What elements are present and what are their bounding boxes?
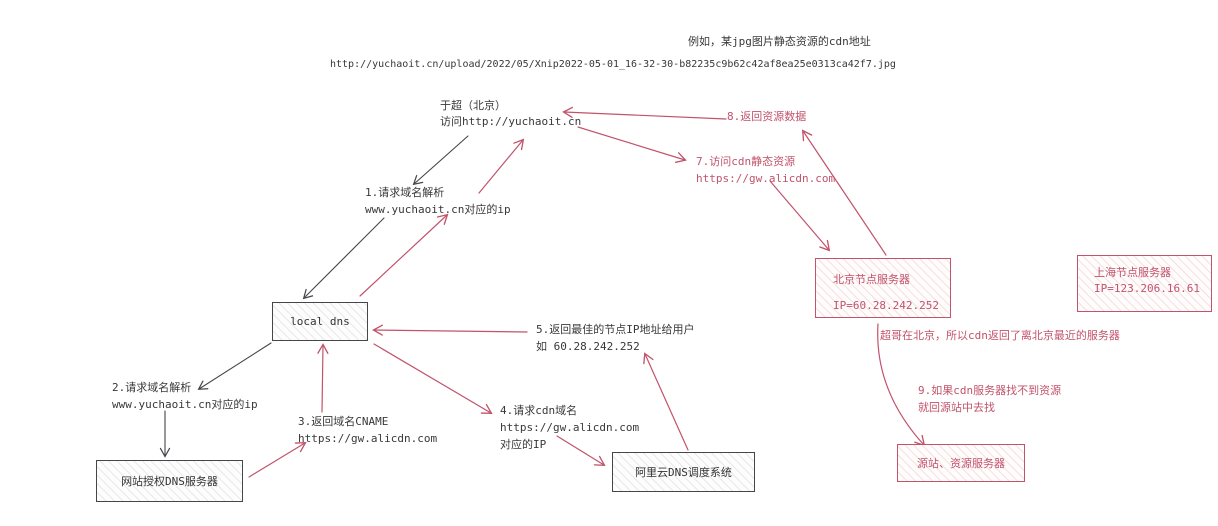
arrow-user-to-step7: [577, 126, 687, 163]
arrow-step8-to-user: [562, 106, 727, 120]
step2-line1: 2.请求域名解析: [112, 381, 192, 394]
step1-line1: 1.请求域名解析: [365, 186, 445, 199]
aliyun-dns-label: 阿里云DNS调度系统: [635, 466, 732, 479]
arrow-step7-to-beijing: [769, 180, 831, 252]
step7-line1: 7.访问cdn静态资源: [696, 155, 796, 168]
step5-line2: 如 60.28.242.252: [536, 340, 640, 353]
arrow-aliyundns-to-step5: [643, 352, 689, 451]
diagram-title: 例如，某jpg图片静态资源的cdn地址: [688, 33, 871, 50]
beijing-note: 超哥在北京，所以cdn返回了离北京最近的服务器: [880, 327, 1120, 344]
shanghai-server-ip: IP=123.206.16.61: [1094, 282, 1200, 295]
node-beijing-server: 北京节点服务器 IP=60.28.242.252: [815, 258, 951, 318]
step7-label: 7.访问cdn静态资源 https://gw.alicdn.com: [696, 153, 835, 187]
step3-line1: 3.返回域名CNAME: [298, 415, 389, 428]
user-line2: 访问http://yuchaoit.cn: [440, 115, 582, 128]
step7-line2: https://gw.alicdn.com: [696, 172, 836, 185]
arrow-step1-to-localdns: [302, 217, 385, 300]
arrow-beijing-to-step8: [801, 129, 887, 256]
title-line1: 例如，某jpg图片静态资源的cdn地址: [688, 35, 871, 48]
step2-line2: www.yuchaoit.cn对应的ip: [112, 398, 258, 411]
step5-line1: 5.返回最佳的节点IP地址给用户: [536, 323, 695, 336]
local-dns-label: local dns: [290, 315, 350, 328]
beijing-server-ip: IP=60.28.242.252: [833, 299, 939, 312]
step4-line3: 对应的IP: [500, 438, 547, 451]
node-auth-dns-server: 网站授权DNS服务器: [96, 460, 243, 502]
title-line2: http://yuchaoit.cn/upload/2022/05/Xnip20…: [330, 59, 896, 70]
node-user: 于超（北京） 访问http://yuchaoit.cn: [440, 98, 581, 130]
step1-label: 1.请求域名解析 www.yuchaoit.cn对应的ip: [365, 184, 511, 218]
step9-label: 9.如果cdn服务器找不到资源 就回源站中去找: [918, 382, 1061, 416]
beijing-note-text: 超哥在北京，所以cdn返回了离北京最近的服务器: [880, 329, 1120, 342]
step8-label: 8.返回资源数据: [727, 108, 806, 125]
example-cdn-url: http://yuchaoit.cn/upload/2022/05/Xnip20…: [330, 56, 896, 73]
origin-server-label: 源站、资源服务器: [917, 457, 1005, 470]
user-line1: 于超（北京）: [440, 99, 506, 112]
node-local-dns: local dns: [272, 302, 368, 341]
step5-label: 5.返回最佳的节点IP地址给用户 如 60.28.242.252: [536, 321, 695, 355]
node-origin-server: 源站、资源服务器: [897, 444, 1025, 482]
step3-label: 3.返回域名CNAME https://gw.alicdn.com: [298, 413, 437, 447]
shanghai-server-name: 上海节点服务器: [1094, 266, 1171, 279]
step4-label: 4.请求cdn域名 https://gw.alicdn.com 对应的IP: [500, 402, 639, 453]
arrow-step4-to-aliyundns: [556, 435, 606, 466]
step4-line2: https://gw.alicdn.com: [500, 421, 640, 434]
arrow-step5-to-localdns: [372, 324, 528, 336]
step1-line2: www.yuchaoit.cn对应的ip: [365, 203, 511, 216]
auth-dns-label: 网站授权DNS服务器: [121, 475, 218, 488]
step2-label: 2.请求域名解析 www.yuchaoit.cn对应的ip: [112, 379, 258, 413]
arrow-beijing-to-origin: [877, 323, 926, 447]
arrow-localdns-to-step2: [197, 342, 272, 390]
arrow-user-to-step1: [412, 135, 469, 186]
step9-line1: 9.如果cdn服务器找不到资源: [918, 384, 1062, 397]
step3-line2: https://gw.alicdn.com: [298, 432, 438, 445]
arrow-return-ip-to-user-b: [478, 138, 525, 194]
arrow-return-ip-to-user-a: [359, 213, 449, 297]
node-aliyun-dns-scheduler: 阿里云DNS调度系统: [612, 452, 755, 492]
arrow-step3-to-localdns: [317, 343, 329, 413]
step9-line2: 就回源站中去找: [918, 401, 995, 414]
step8-line1: 8.返回资源数据: [727, 110, 807, 123]
step4-line1: 4.请求cdn域名: [500, 404, 578, 417]
arrow-localdns-to-step4: [373, 343, 493, 414]
arrow-authdns-to-step3: [248, 442, 307, 478]
beijing-server-name: 北京节点服务器: [833, 273, 910, 286]
node-shanghai-server: 上海节点服务器 IP=123.206.16.61: [1077, 255, 1212, 312]
